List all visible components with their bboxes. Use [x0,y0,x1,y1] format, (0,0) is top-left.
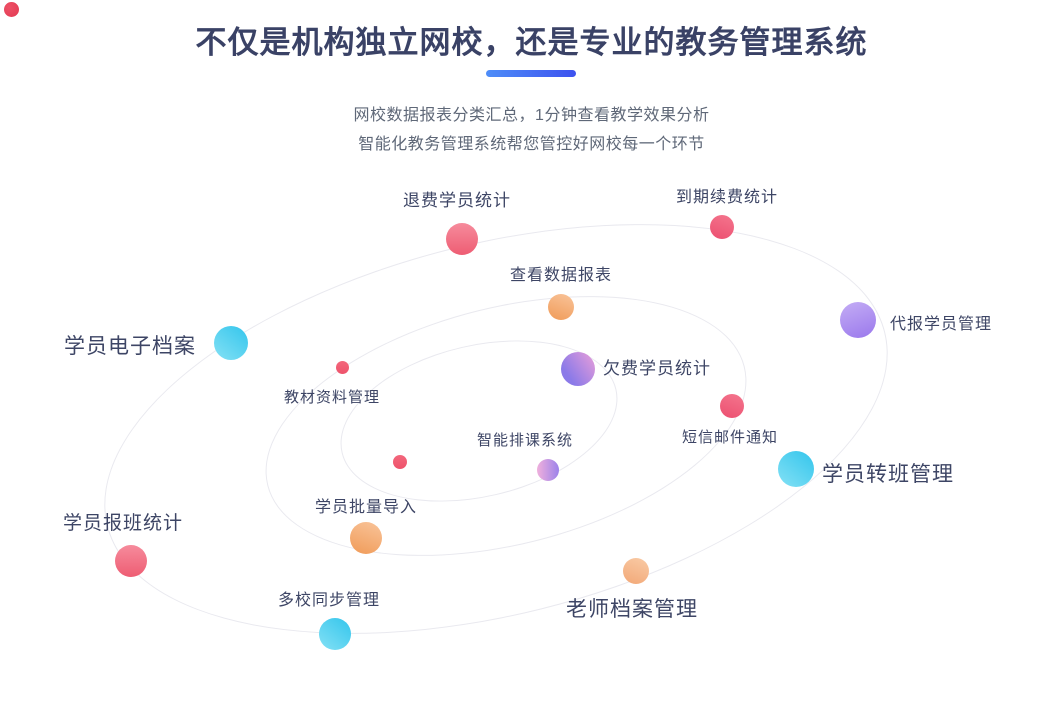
dot-arrears-student-stats [561,352,595,386]
corner-red-dot-icon [4,2,19,17]
dot-sms-email-notify [720,394,744,418]
dot-batch-import-small [393,455,407,469]
label-student-e-files: 学员电子档案 [64,335,196,358]
label-arrears-student-stats: 欠费学员统计 [603,359,711,378]
label-sms-email-notify: 短信邮件通知 [682,429,779,446]
label-refund-student-stats: 退费学员统计 [403,191,511,210]
dot-agent-registration-mgmt [840,302,876,338]
dot-student-e-files [214,326,248,360]
dot-class-transfer-mgmt [778,451,814,487]
label-teaching-materials: 教材资料管理 [284,389,381,406]
dot-multi-school-sync [319,618,351,650]
title-underline [486,70,576,77]
label-renewal-expiry-stats: 到期续费统计 [676,189,779,206]
page-title: 不仅是机构独立网校，还是专业的教务管理系统 [195,25,868,60]
label-smart-scheduling: 智能排课系统 [477,432,574,449]
label-batch-import: 学员批量导入 [315,499,418,516]
subtitle-line2: 智能化教务管理系统帮您管控好网校每一个环节 [358,136,705,153]
label-agent-registration-mgmt: 代报学员管理 [890,316,993,333]
label-view-data-reports: 查看数据报表 [510,267,613,284]
label-teacher-files-mgmt: 老师档案管理 [566,598,698,621]
dot-refund-student-stats [446,223,478,255]
dot-view-data-reports [548,294,574,320]
dot-teaching-materials [336,361,349,374]
label-multi-school-sync: 多校同步管理 [278,592,381,609]
label-enrollment-stats: 学员报班统计 [63,513,184,534]
page-canvas: 不仅是机构独立网校，还是专业的教务管理系统 网校数据报表分类汇总，1分钟查看教学… [4,2,993,707]
dot-enrollment-stats [115,545,147,577]
dot-smart-scheduling [537,459,559,481]
dot-batch-import [350,522,382,554]
label-class-transfer-mgmt: 学员转班管理 [822,463,954,486]
dot-renewal-expiry-stats [710,215,734,239]
subtitle-line1: 网校数据报表分类汇总，1分钟查看教学效果分析 [353,107,710,124]
dot-teacher-files-mgmt [623,558,649,584]
